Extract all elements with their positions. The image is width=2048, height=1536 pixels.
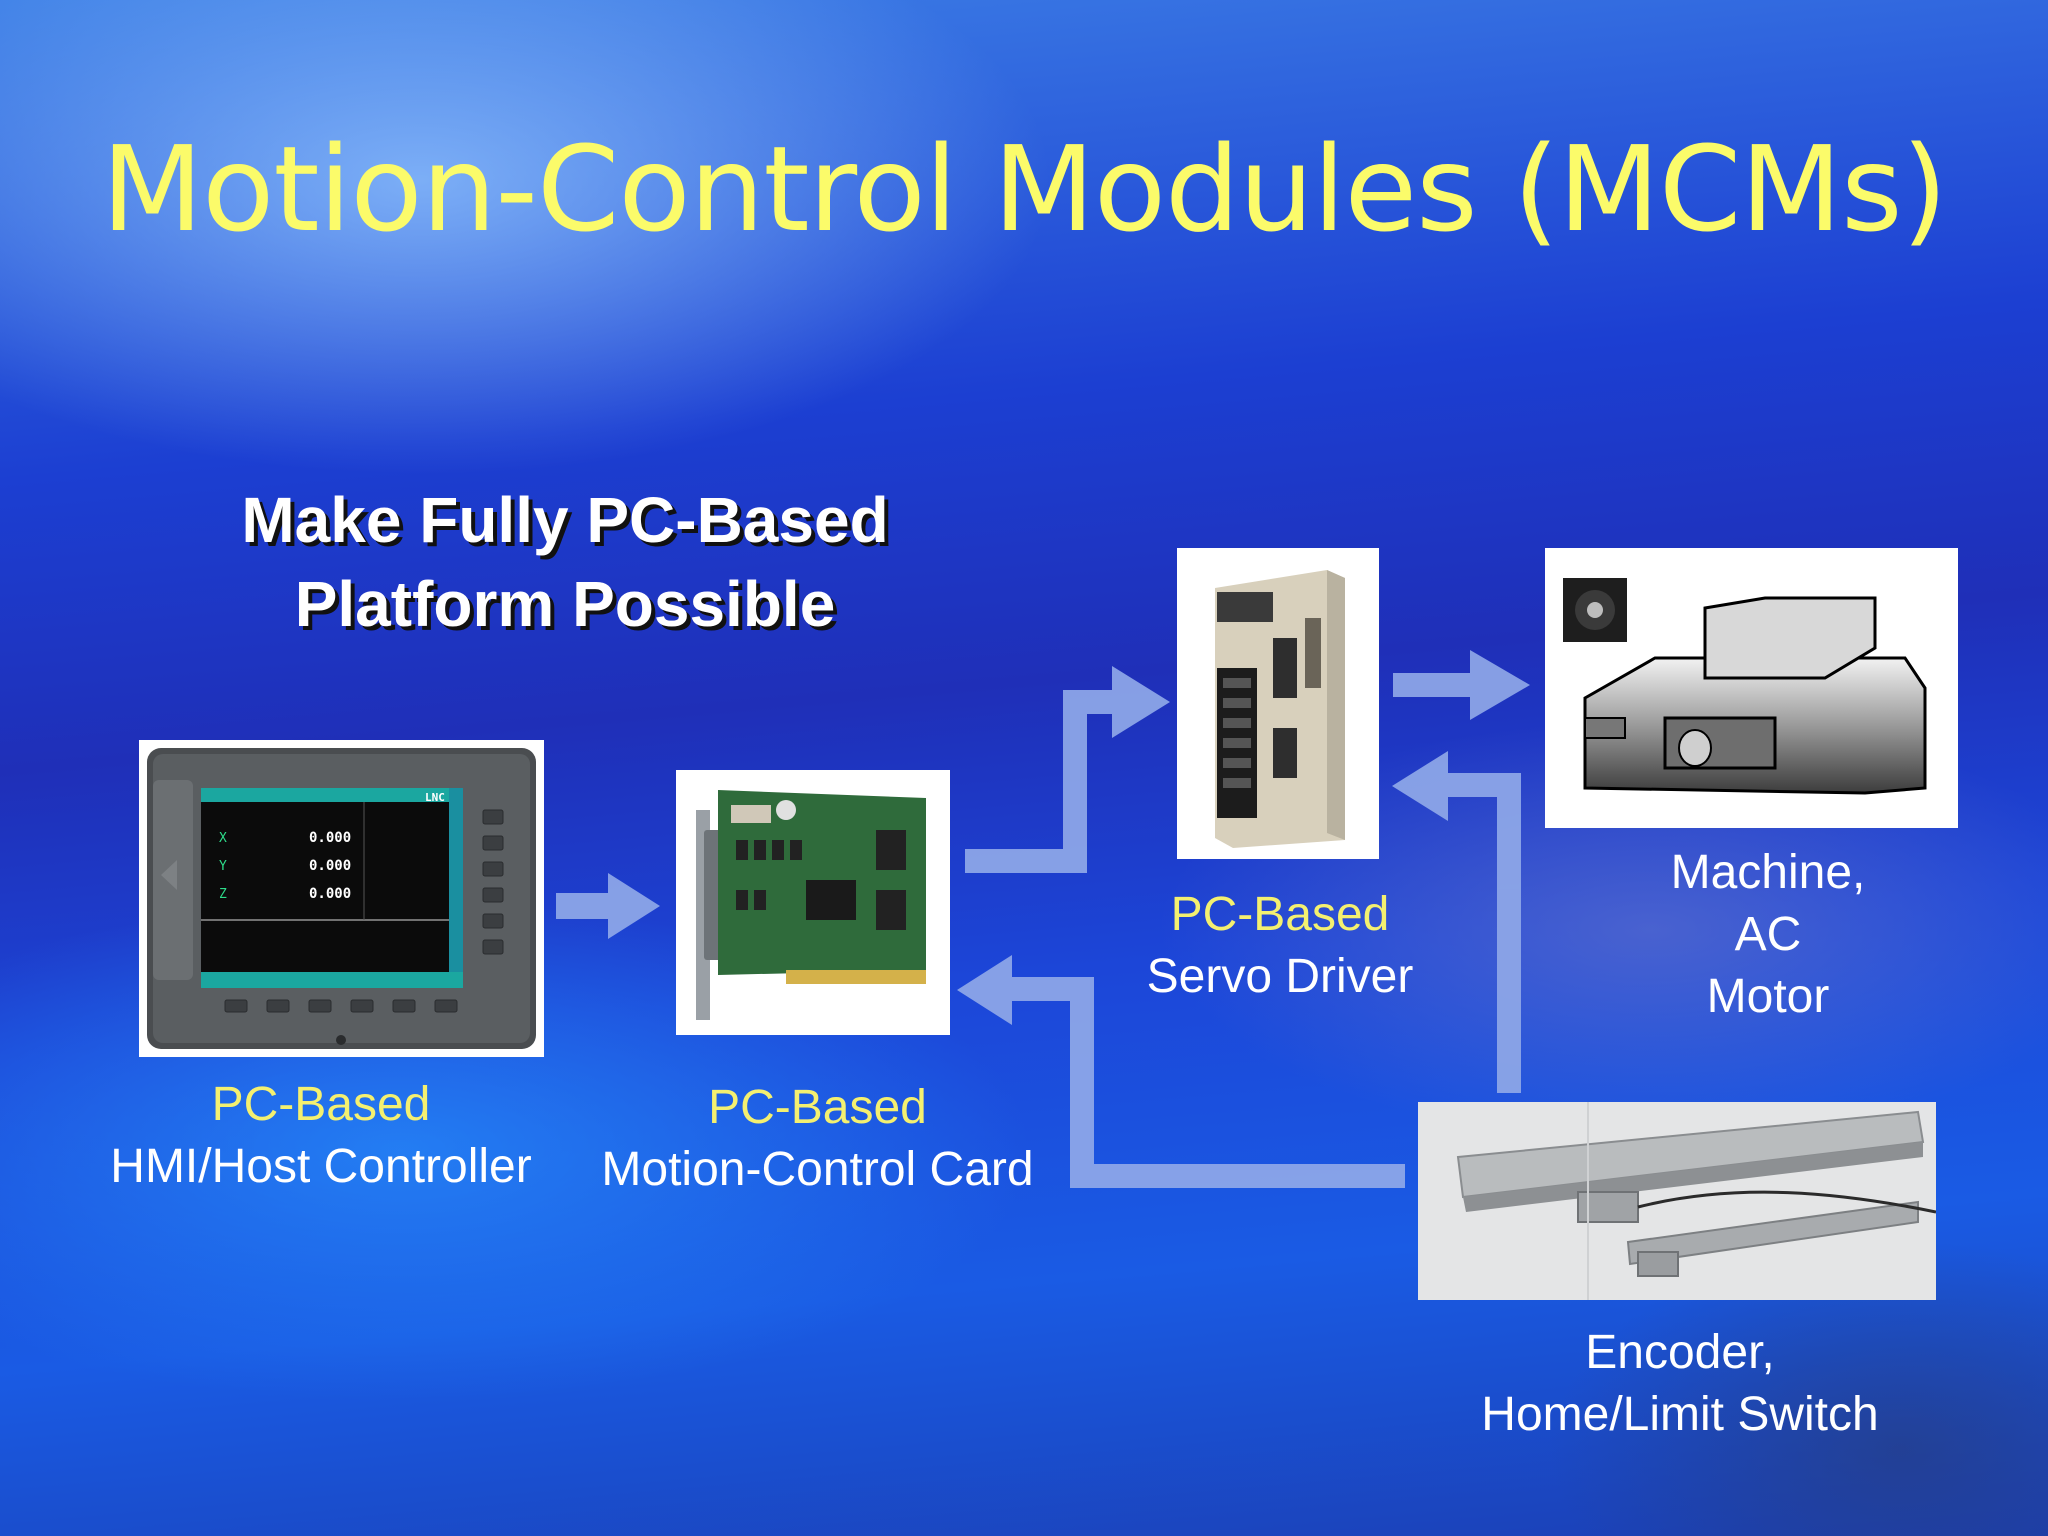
hmi-axis-x: X (219, 831, 227, 846)
arrow-encoder-to-card (957, 955, 1405, 1188)
card-label-line-2: Motion-Control Card (601, 1143, 1034, 1196)
arrow-hmi-to-card (556, 873, 660, 939)
hmi-device-graphic: LNC X Y Z 0.000 0.000 0.000 (147, 748, 536, 1049)
encoder-image (1418, 1102, 1937, 1300)
hmi-label: PC-Based HMI/Host Controller (80, 1074, 562, 1198)
hmi-label-line-1: PC-Based (211, 1078, 431, 1131)
card-label-line-1: PC-Based (708, 1081, 927, 1134)
subtitle-line-1: Make Fully PC-Based (241, 484, 889, 556)
arrow-card-to-servo (965, 666, 1170, 873)
hmi-axis-z: Z (219, 887, 227, 902)
encoder-label-line-1: Encoder, (1585, 1326, 1775, 1379)
hmi-label-line-2: HMI/Host Controller (110, 1140, 532, 1193)
encoder-scale-graphic (1456, 1102, 1937, 1300)
servo-label-line-2: Servo Driver (1146, 950, 1414, 1003)
encoder-label-line-2: Home/Limit Switch (1481, 1388, 1879, 1441)
arrow-servo-to-machine (1393, 650, 1530, 720)
machine-stage-graphic (1563, 578, 1927, 795)
motion-control-card-image (676, 770, 950, 1035)
servo-driver-graphic (1215, 570, 1345, 848)
machine-motor-image (1545, 548, 1958, 828)
machine-label-line-3: Motor (1706, 970, 1830, 1023)
arrow-encoder-to-servo (1392, 751, 1521, 1093)
machine-label-line-2: AC (1734, 908, 1802, 961)
hmi-axis-y: Y (219, 859, 227, 874)
hmi-controller-image: LNC X Y Z 0.000 0.000 0.000 (139, 740, 544, 1057)
machine-label-line-1: Machine, (1670, 846, 1866, 899)
slide-subtitle: Make Fully PC-Based Platform Possible (150, 478, 980, 646)
encoder-label: Encoder, Home/Limit Switch (1430, 1322, 1930, 1446)
pci-card-graphic (696, 790, 926, 1020)
servo-driver-image (1177, 548, 1379, 859)
subtitle-line-2: Platform Possible (294, 568, 836, 640)
servo-label: PC-Based Servo Driver (1120, 884, 1440, 1008)
hmi-value-y: 0.000 (309, 858, 351, 874)
card-label: PC-Based Motion-Control Card (570, 1077, 1065, 1201)
machine-label: Machine, AC Motor (1600, 842, 1936, 1028)
hmi-brand: LNC (425, 791, 445, 804)
hmi-value-x: 0.000 (309, 830, 351, 846)
slide-title: Motion-Control Modules (MCMs) (101, 120, 1947, 258)
servo-label-line-1: PC-Based (1170, 888, 1390, 941)
hmi-value-z: 0.000 (309, 886, 351, 902)
